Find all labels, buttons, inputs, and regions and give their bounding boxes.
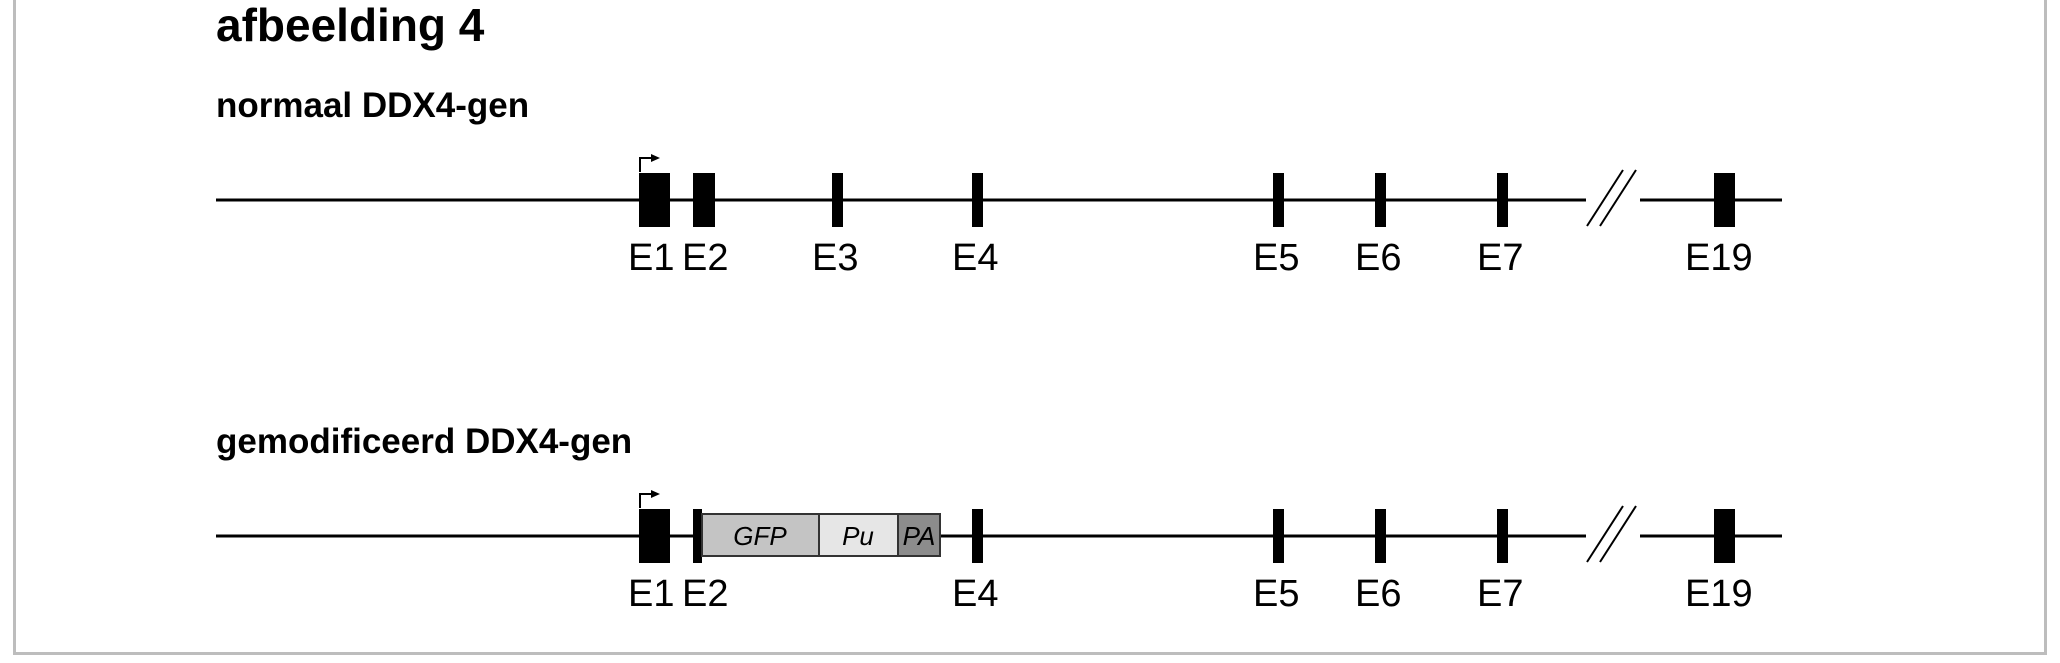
pu-label: Pu xyxy=(842,521,874,551)
normal-exon-e5 xyxy=(1273,173,1284,227)
pa-segment xyxy=(897,513,941,557)
gfp-segment xyxy=(701,513,820,557)
modified-gene-title: gemodificeerd DDX4-gen xyxy=(216,422,633,461)
modified-exon-e19 xyxy=(1714,509,1735,563)
modified-gene: GFP Pu PA E1 E2 E4 E5 E6 E7 E19 xyxy=(216,490,1782,615)
modified-exon-e7 xyxy=(1497,509,1508,563)
modified-exon-e6 xyxy=(1375,509,1386,563)
modified-exon-label-e1: E1 xyxy=(628,573,674,615)
promoter-arrow-icon xyxy=(639,490,660,508)
modified-exon-label-e2: E2 xyxy=(682,573,728,615)
normal-exon-e19 xyxy=(1714,173,1735,227)
modified-exon-label-e6: E6 xyxy=(1355,573,1401,615)
modified-exon-e5 xyxy=(1273,509,1284,563)
normal-exon-e2 xyxy=(693,173,715,227)
normal-exon-e6 xyxy=(1375,173,1386,227)
normal-exon-label-e5: E5 xyxy=(1253,237,1299,279)
normal-exon-e7 xyxy=(1497,173,1508,227)
modified-exon-e1 xyxy=(639,509,670,563)
normal-exon-label-e2: E2 xyxy=(682,237,728,279)
normal-exon-label-e7: E7 xyxy=(1477,237,1523,279)
normal-gene: E1 E2 E3 E4 E5 E6 E7 E19 xyxy=(216,154,1782,279)
modified-exon-e4 xyxy=(972,509,983,563)
normal-gene-title: normaal DDX4-gen xyxy=(216,86,530,125)
pa-label: PA xyxy=(903,521,936,551)
modified-exon-label-e4: E4 xyxy=(952,573,998,615)
pu-segment xyxy=(818,513,899,557)
normal-exon-e4 xyxy=(972,173,983,227)
normal-exon-label-e3: E3 xyxy=(812,237,858,279)
normal-exon-label-e1: E1 xyxy=(628,237,674,279)
figure-frame xyxy=(13,0,2047,655)
normal-exon-e3 xyxy=(832,173,843,227)
gfp-label: GFP xyxy=(733,521,787,551)
axis-break-icon xyxy=(1586,169,1640,227)
normal-exon-e1 xyxy=(639,173,670,227)
modified-exon-e2 xyxy=(693,509,702,563)
figure-title: afbeelding 4 xyxy=(216,0,485,51)
axis-break-icon xyxy=(1586,505,1640,563)
normal-exon-label-e19: E19 xyxy=(1685,237,1753,279)
normal-exon-label-e6: E6 xyxy=(1355,237,1401,279)
normal-exon-label-e4: E4 xyxy=(952,237,998,279)
modified-exon-label-e19: E19 xyxy=(1685,573,1753,615)
modified-exon-label-e7: E7 xyxy=(1477,573,1523,615)
promoter-arrow-icon xyxy=(639,154,660,172)
modified-exon-label-e5: E5 xyxy=(1253,573,1299,615)
